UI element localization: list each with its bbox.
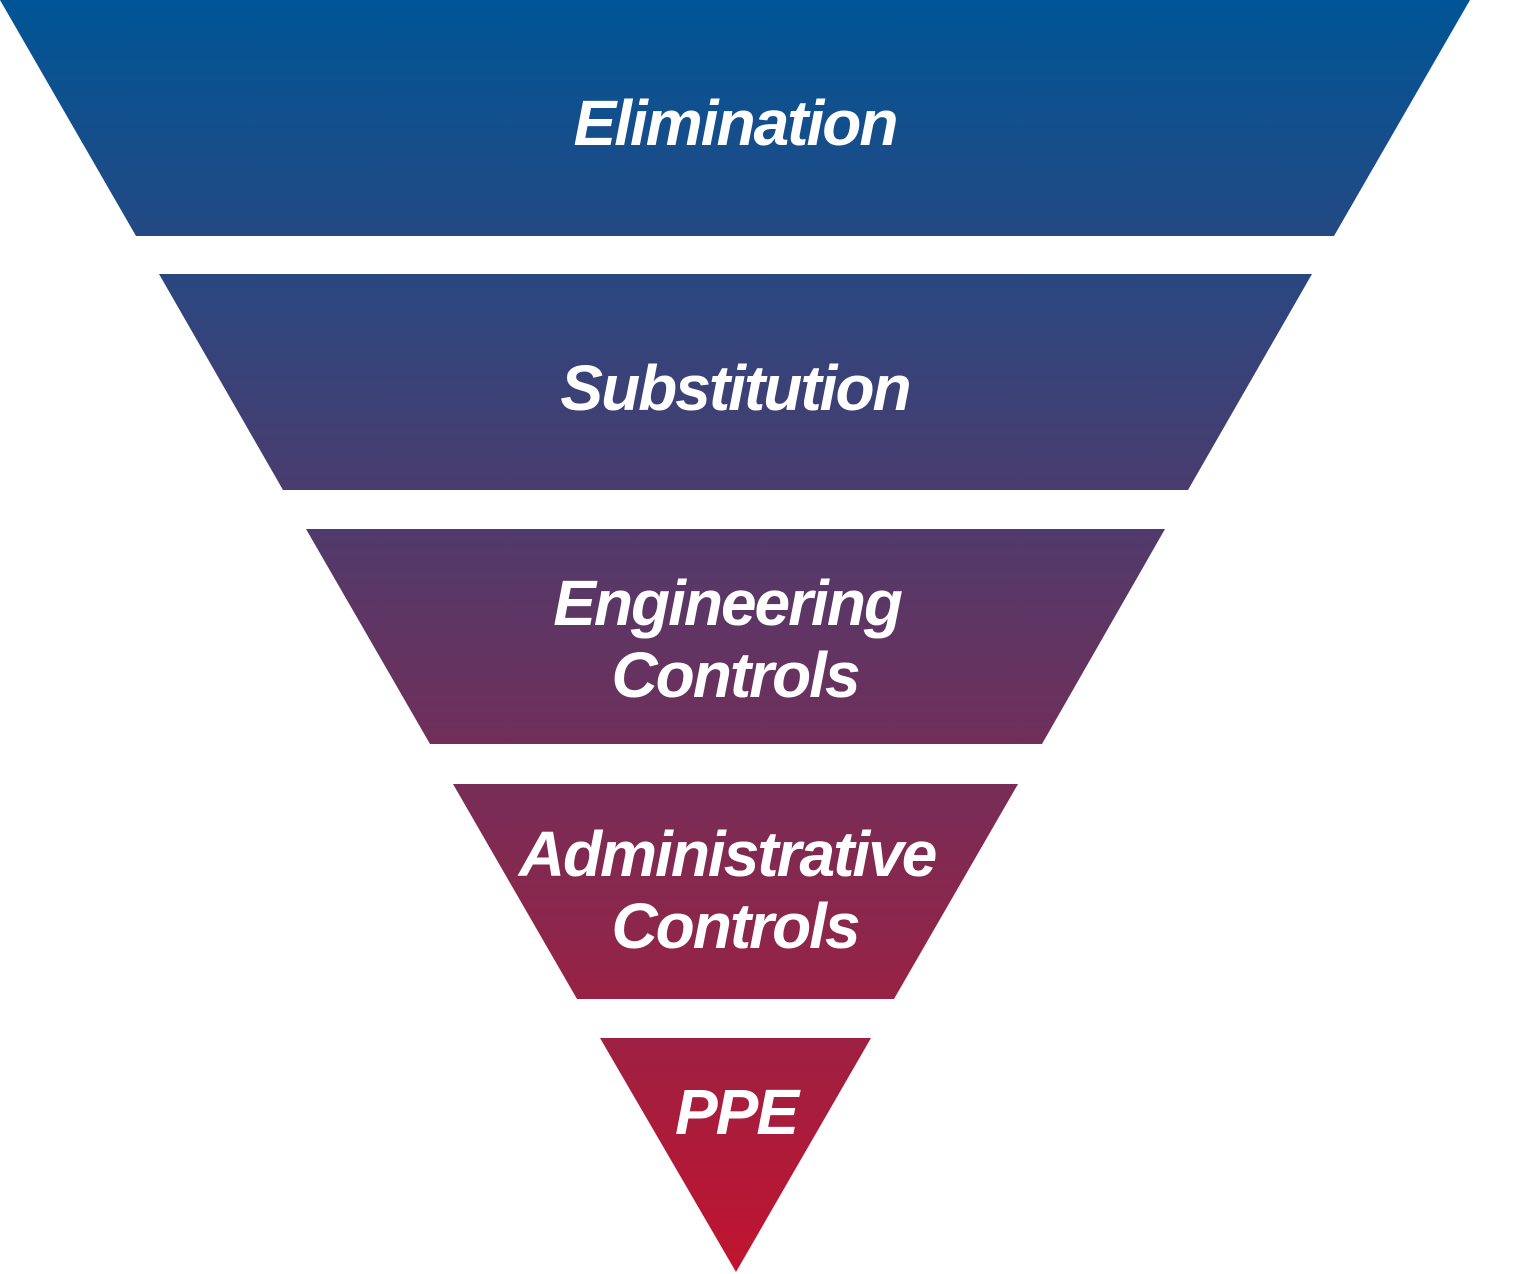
tier-engineering-controls-label: Engineering Controls	[553, 567, 917, 711]
tier-substitution-line-1: Substitution	[560, 352, 909, 424]
tier-administrative-controls-label: Administrative Controls	[517, 818, 951, 962]
tier-administrative-controls-line-1: Administrative	[517, 818, 936, 890]
tier-administrative-controls-shape	[453, 784, 1018, 999]
tier-ppe-shape	[600, 1038, 871, 1272]
tier-elimination-label: Elimination	[574, 87, 897, 159]
tier-substitution-shape	[159, 274, 1312, 490]
tier-ppe-line-1: PPE	[675, 1076, 801, 1148]
tier-engineering-controls-line-1: Engineering	[553, 567, 902, 639]
tier-administrative-controls: Administrative Controls	[453, 784, 1018, 999]
tier-engineering-controls-shape	[306, 529, 1165, 744]
tier-administrative-controls-line-2: Controls	[611, 890, 859, 962]
tier-ppe: PPE	[600, 1038, 871, 1272]
tier-elimination-line-1: Elimination	[574, 87, 897, 159]
tier-substitution-label: Substitution	[560, 352, 909, 424]
tier-ppe-label: PPE	[675, 1076, 801, 1148]
tier-engineering-controls: Engineering Controls	[306, 529, 1165, 744]
tier-substitution: Substitution	[159, 274, 1312, 490]
tier-elimination-shape	[0, 0, 1470, 236]
tier-engineering-controls-line-2: Controls	[611, 639, 859, 711]
tier-elimination: Elimination	[0, 0, 1470, 236]
